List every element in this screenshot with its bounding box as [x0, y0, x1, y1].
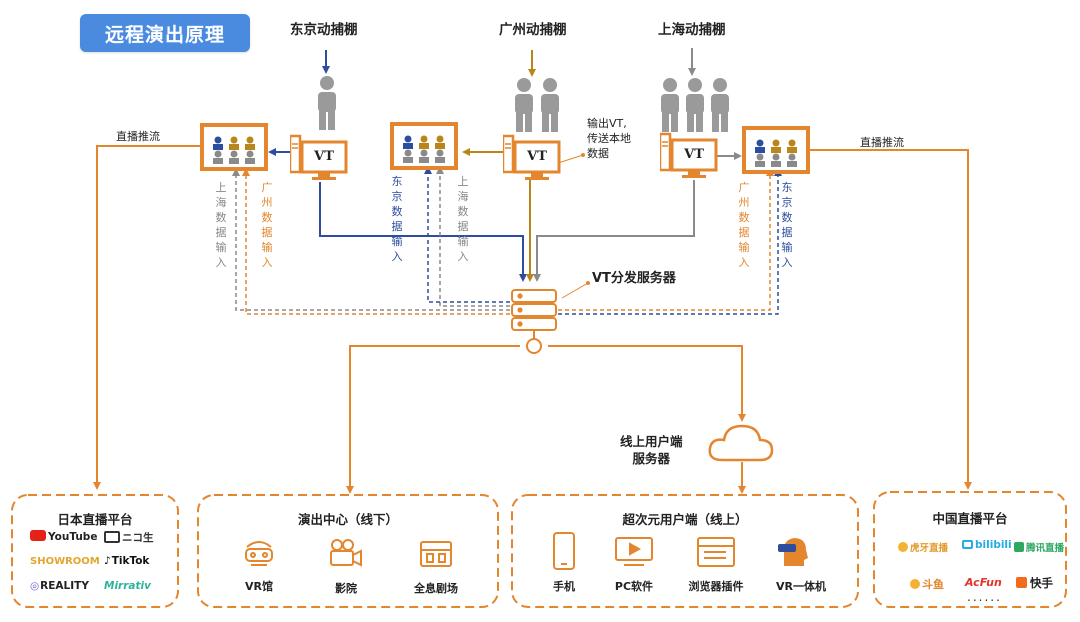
- output-note-line1: 输出VT,: [587, 117, 627, 130]
- niconico-logo: ニコ生: [104, 530, 154, 545]
- output-note-line3: 数据: [587, 147, 609, 160]
- tiktok-logo: ♪TikTok: [104, 555, 150, 567]
- hologram-theater-label: 全息剧场: [414, 582, 458, 595]
- mirrativ-logo: Mirrativ: [104, 580, 151, 592]
- shanghai-performers-icon: [661, 78, 729, 132]
- tokyo-input-label-right: 东京数据输入: [781, 181, 793, 269]
- browser-plugin-label: 浏览器插件: [688, 580, 744, 593]
- live-push-right-label: 直播推流: [860, 136, 904, 149]
- phone-icon: [553, 532, 575, 570]
- guangzhou-performers-icon: [515, 78, 559, 132]
- bilibili-logo: bilibili: [962, 539, 1012, 551]
- shanghai-input-label-left: 上海数据输入: [215, 181, 227, 269]
- shanghai-screen: [742, 126, 810, 174]
- guangzhou-studio-title: 广州动捕棚: [499, 22, 567, 38]
- tokyo-vt-label: VT: [314, 149, 334, 164]
- browser-plugin-icon: [697, 537, 735, 567]
- douyu-logo: 斗鱼: [910, 576, 944, 592]
- tiktok-logo-text: TikTok: [111, 555, 150, 567]
- offline-title: 演出中心（线下）: [297, 512, 398, 527]
- reality-logo-text: REALITY: [40, 580, 89, 592]
- japan-platform-title: 日本直播平台: [57, 512, 133, 527]
- niconico-logo-text: ニコ生: [122, 532, 154, 544]
- shanghai-studio-title: 上海动捕棚: [658, 22, 726, 38]
- youtube-logo-text: YouTube: [48, 531, 98, 543]
- live-push-left-label: 直播推流: [116, 130, 160, 143]
- vr-hall-label: VR馆: [245, 580, 273, 593]
- output-note: 输出VT, 传送本地 数据: [587, 116, 631, 161]
- vt-server-label: VT分发服务器: [592, 271, 676, 286]
- tokyo-screen: [200, 123, 268, 171]
- douyu-logo-text: 斗鱼: [922, 578, 944, 591]
- online-server-label: 线上用户端 服务器: [620, 433, 683, 467]
- pc-software-icon: [615, 537, 653, 566]
- guangzhou-input-label-left: 广州数据输入: [261, 181, 273, 269]
- shanghai-vt-computer: VT: [660, 132, 718, 180]
- kuaishou-logo: 快手: [1016, 575, 1053, 591]
- youtube-logo: YouTube: [30, 530, 97, 543]
- offline-box: [197, 494, 499, 608]
- online-server-line2: 服务器: [632, 451, 671, 466]
- kuaishou-logo-text: 快手: [1030, 576, 1053, 590]
- shanghai-vt-label: VT: [684, 147, 704, 162]
- tokyo-vt-computer: VT: [290, 134, 348, 182]
- bilibili-logo-text: bilibili: [975, 539, 1012, 551]
- output-note-line2: 传送本地: [587, 132, 631, 145]
- tokyo-input-label-mid: 东京数据输入: [391, 175, 403, 263]
- guangzhou-vt-computer: VT: [503, 134, 561, 182]
- more-platforms-ellipsis: ......: [967, 590, 1002, 604]
- online-title: 超次元用户端（线上）: [622, 512, 748, 527]
- china-platform-box: [873, 491, 1067, 608]
- showroom-logo: SHOWROOM: [30, 556, 100, 567]
- vr-allinone-label: VR一体机: [776, 580, 826, 593]
- huya-logo: 虎牙直播: [898, 540, 948, 554]
- cinema-label: 影院: [335, 582, 357, 595]
- acfun-logo: AcFun: [965, 576, 1002, 589]
- reality-logo: ◎REALITY: [30, 580, 89, 592]
- guangzhou-screen: [390, 122, 458, 170]
- shanghai-input-label-mid: 上海数据输入: [457, 175, 469, 263]
- tokyo-studio-title: 东京动捕棚: [290, 22, 358, 38]
- cinema-icon: [330, 539, 362, 567]
- japan-platform-box: [11, 494, 179, 608]
- tencent-live-logo: 腾讯直播: [1014, 540, 1064, 554]
- guangzhou-input-label-right: 广州数据输入: [738, 181, 750, 269]
- page-title: 远程演出原理: [80, 14, 250, 52]
- vr-hall-icon: [245, 541, 273, 566]
- tokyo-performer-icon: [318, 76, 336, 130]
- pc-software-label: PC软件: [614, 580, 654, 593]
- tencent-live-logo-text: 腾讯直播: [1026, 543, 1065, 554]
- china-platform-title: 中国直播平台: [932, 511, 1008, 526]
- online-server-line1: 线上用户端: [620, 434, 683, 449]
- online-box: [511, 494, 859, 608]
- server-icon: [511, 289, 557, 354]
- cloud-icon: [708, 424, 774, 462]
- vr-headset-icon: [778, 538, 808, 566]
- hologram-theater-icon: [420, 541, 452, 567]
- guangzhou-vt-label: VT: [527, 149, 547, 164]
- huya-logo-text: 虎牙直播: [910, 543, 949, 554]
- phone-label: 手机: [553, 580, 575, 593]
